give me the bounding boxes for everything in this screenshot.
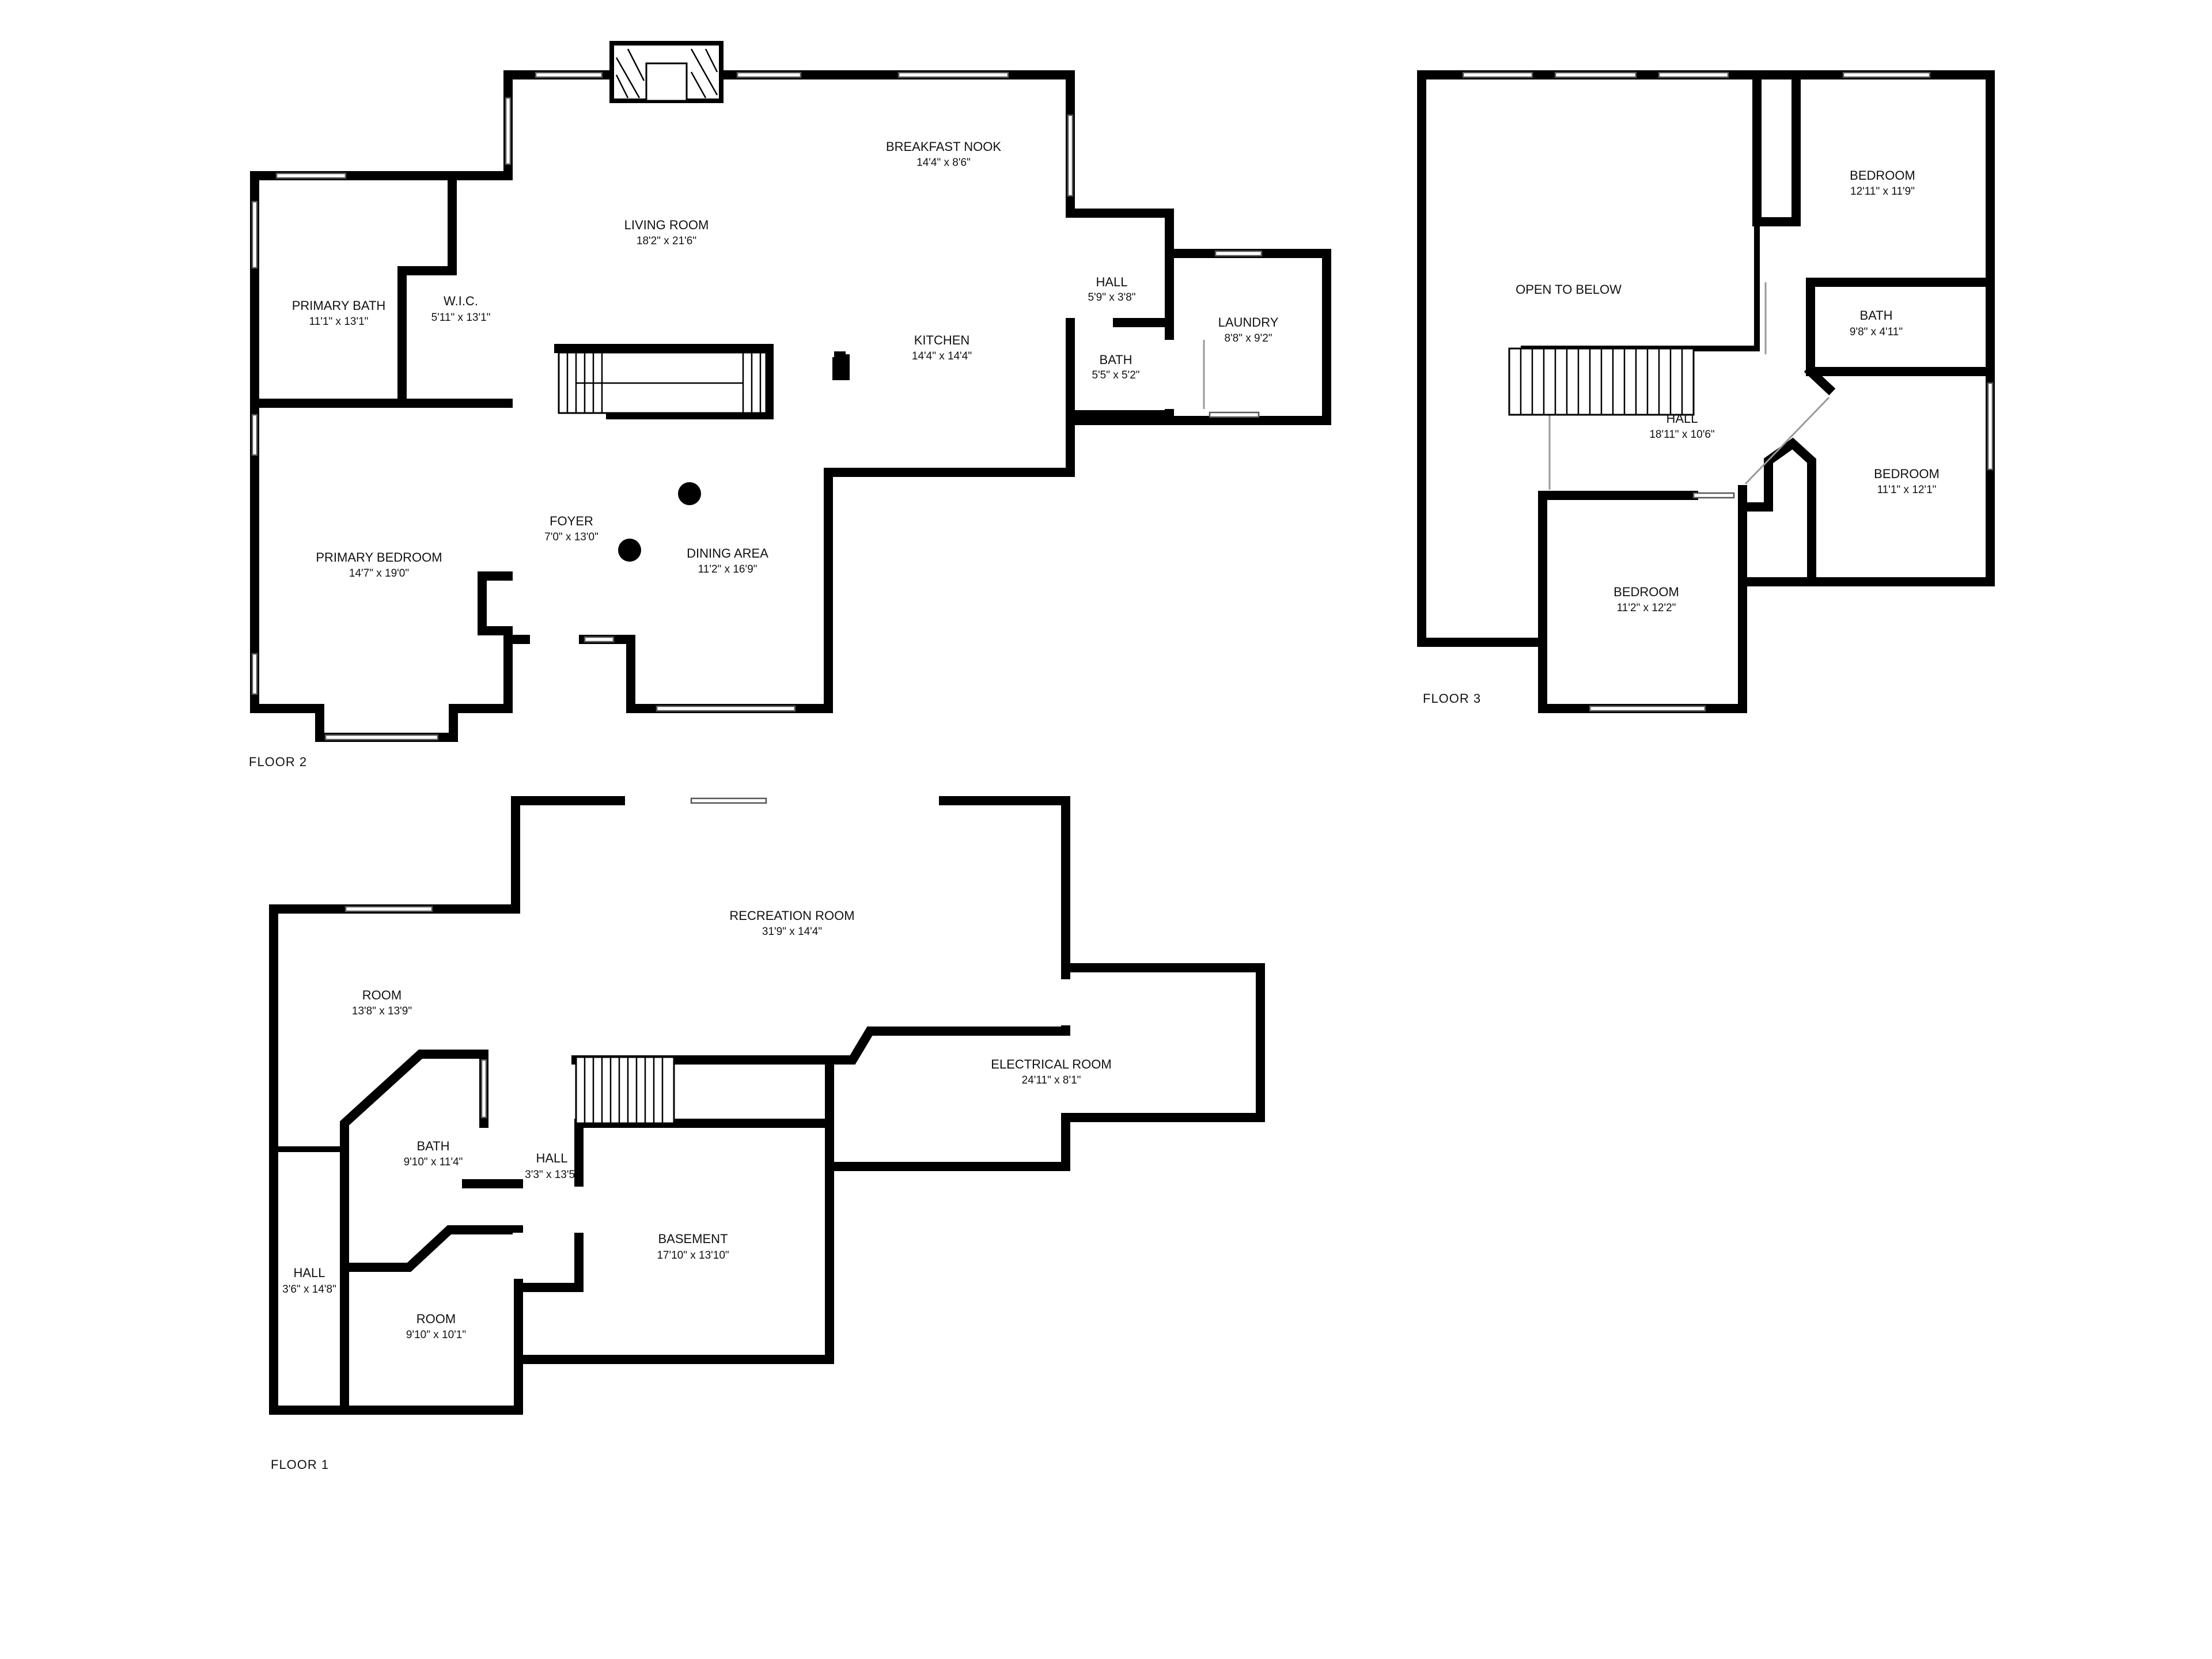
room-dimensions: 5'9" x 3'8"	[1088, 291, 1135, 304]
room-name: BREAKFAST NOOK	[886, 139, 1001, 154]
floor-label: FLOOR 2	[249, 755, 307, 769]
window	[1658, 71, 1729, 78]
room-name: BASEMENT	[658, 1232, 728, 1246]
window	[1209, 411, 1260, 418]
room-name: BEDROOM	[1874, 467, 1940, 481]
room-name: ELECTRICAL ROOM	[991, 1057, 1111, 1071]
doorway-line	[1744, 396, 1830, 485]
window	[275, 172, 347, 179]
window	[505, 97, 512, 165]
room-dimensions: 18'2" x 21'6"	[637, 235, 696, 247]
floor-1-wall-hall-c	[514, 1119, 584, 1292]
room-name: PRIMARY BEDROOM	[316, 550, 442, 565]
room-name: HALL	[1096, 275, 1127, 289]
room-dimensions: 31'9" x 14'4"	[762, 926, 822, 938]
floor-label: FLOOR 3	[1423, 691, 1481, 706]
room-dimensions: 8'8" x 9'2"	[1224, 332, 1272, 344]
floor-3-wall-bath-angle	[1804, 365, 1836, 396]
window	[1692, 492, 1735, 499]
window	[324, 734, 439, 741]
stairs-icon	[558, 351, 767, 414]
column-icon	[618, 539, 641, 562]
window	[251, 653, 258, 695]
room-dimensions: 5'11" x 13'1"	[431, 312, 491, 324]
room-name: LIVING ROOM	[624, 218, 709, 232]
floor-2-outer-wall	[250, 70, 1331, 742]
room-dimensions: 9'8" x 4'11"	[1850, 326, 1903, 338]
room-name: OPEN TO BELOW	[1516, 282, 1622, 297]
room-name: ROOM	[416, 1312, 456, 1326]
window	[344, 906, 433, 912]
room-dimensions: 5'5" x 5'2"	[1092, 369, 1139, 381]
window	[897, 71, 1009, 78]
room-name: LAUNDRY	[1218, 315, 1279, 329]
floor-label: FLOOR 1	[271, 1457, 329, 1472]
floor-3-plan: OPEN TO BELOW BEDROOM 12'11" x 11'9" BAT…	[1417, 70, 1995, 713]
room-dimensions: 3'6" x 14'8"	[282, 1283, 336, 1296]
room-name: HALL	[536, 1151, 567, 1165]
floor-2-wall-hall-bath	[1066, 255, 1174, 419]
room-name: BATH	[416, 1139, 449, 1153]
room-dimensions: 7'0" x 13'0"	[544, 531, 599, 543]
room-name: FOYER	[550, 514, 593, 528]
room-name: BATH	[1859, 308, 1892, 323]
stairs-icon	[575, 1056, 675, 1124]
room-dimensions: 14'4" x 14'4"	[912, 350, 972, 362]
room-dimensions: 12'11" x 11'9"	[1850, 185, 1915, 198]
window	[1842, 71, 1931, 78]
window	[656, 705, 796, 712]
room-dimensions: 11'1" x 13'1"	[309, 316, 369, 328]
window	[251, 200, 258, 269]
appliance-icon	[834, 351, 846, 374]
room-name: RECREATION ROOM	[729, 908, 854, 923]
window	[1214, 250, 1263, 257]
room-name: W.I.C.	[444, 294, 478, 308]
room-name: KITCHEN	[914, 333, 970, 347]
room-name: BEDROOM	[1613, 585, 1679, 599]
room-dimensions: 14'7" x 19'0"	[349, 567, 409, 579]
room-name: ROOM	[362, 988, 402, 1002]
fireplace-icon	[609, 41, 724, 103]
window	[251, 414, 258, 456]
room-dimensions: 13'8" x 13'9"	[352, 1005, 412, 1017]
room-dimensions: 17'10" x 13'10"	[657, 1249, 729, 1262]
window	[736, 71, 802, 78]
room-dimensions: 18'11" x 10'6"	[1649, 429, 1714, 441]
window	[1554, 71, 1637, 78]
window	[690, 797, 767, 804]
floor-1-plan: RECREATION ROOM 31'9" x 14'4" ROOM 13'8"…	[269, 795, 1265, 1472]
window	[1462, 71, 1533, 78]
window	[480, 1059, 487, 1119]
room-dimensions: 9'10" x 11'4"	[404, 1156, 463, 1168]
window	[535, 71, 603, 78]
room-dimensions: 9'10" x 10'1"	[406, 1329, 466, 1341]
floor-3-wall-bedroom-s	[1538, 491, 1698, 647]
room-name: DINING AREA	[687, 546, 768, 560]
floor-2-plan: BREAKFAST NOOK 14'4" x 8'6" LIVING ROOM …	[249, 41, 1331, 769]
room-dimensions: 14'4" x 8'6"	[916, 157, 971, 169]
room-name: HALL	[293, 1266, 325, 1280]
floor-1-wall-bath-2	[340, 1225, 523, 1272]
column-icon	[678, 482, 701, 505]
room-dimensions: 3'3" x 13'5"	[525, 1169, 579, 1181]
floor-3-outer-wall	[1417, 70, 1995, 713]
floor-2-wall-foyer-closet	[478, 571, 513, 635]
floor-2-wall-wic	[397, 174, 457, 408]
room-name: HALL	[1666, 411, 1698, 426]
stairs-icon	[1508, 347, 1695, 416]
room-dimensions: 11'2" x 12'2"	[1617, 602, 1676, 614]
room-name: BATH	[1099, 353, 1132, 367]
floor-3-wall-closet	[1738, 437, 1816, 586]
room-name: PRIMARY BATH	[292, 298, 386, 313]
window	[1987, 382, 1994, 471]
window	[1589, 705, 1706, 712]
room-dimensions: 11'1" x 12'1"	[1877, 484, 1937, 496]
window	[1067, 114, 1074, 197]
room-dimensions: 24'11" x 8'1"	[1022, 1074, 1081, 1086]
room-dimensions: 11'2" x 16'9"	[698, 563, 757, 575]
window	[584, 636, 615, 643]
room-name: BEDROOM	[1850, 168, 1915, 183]
